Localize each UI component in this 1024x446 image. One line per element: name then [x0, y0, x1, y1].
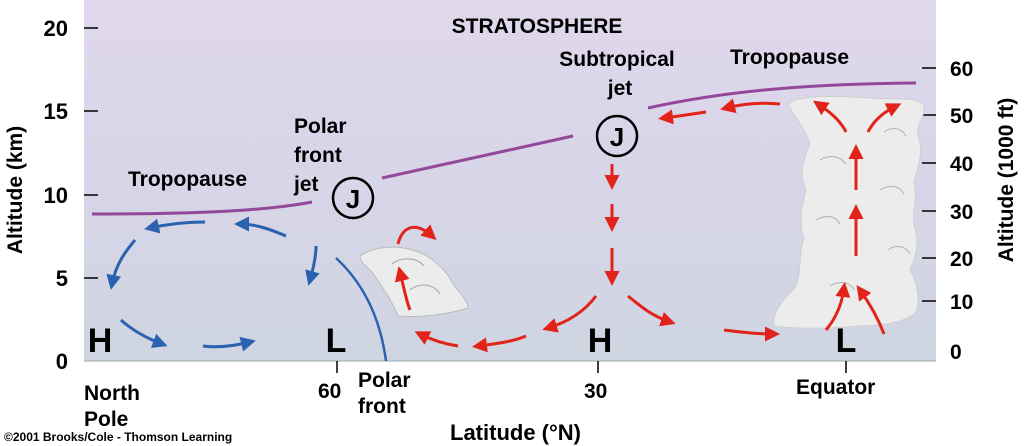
left-axis-label: Altitude (km)	[4, 126, 27, 254]
x-tick-30: 30	[584, 380, 607, 403]
red-arrow	[856, 285, 886, 335]
polar-cell-arrows	[106, 216, 320, 352]
subtropical-jet-symbol: J	[595, 114, 639, 158]
red-arrow	[396, 224, 437, 245]
left-tick-0: 0	[56, 349, 68, 374]
red-arrow	[542, 295, 598, 333]
blue-arrow	[144, 218, 206, 234]
left-tick-15: 15	[44, 99, 68, 124]
svg-text:Polar: Polar	[294, 115, 347, 138]
polar-front-cloud-texture	[391, 258, 441, 295]
red-arrow	[627, 294, 676, 327]
north-pole-label-line1: North	[84, 382, 140, 405]
red-arrow	[813, 100, 848, 133]
left-tick-20: 20	[44, 16, 68, 41]
x-tick-60: 60	[318, 380, 341, 403]
red-arrow	[472, 334, 527, 353]
tropopause-left-label: Tropopause	[128, 168, 247, 191]
high-pressure-30: H	[588, 322, 613, 360]
right-tick-50: 50	[950, 105, 973, 128]
right-axis-label: Altitude (1000 ft)	[995, 98, 1018, 263]
polar-front-label-line2: front	[358, 395, 406, 418]
svg-text:Subtropical: Subtropical	[559, 48, 675, 71]
left-axis-tick-labels: 20 15 10 5 0	[44, 16, 68, 374]
blue-arrow	[119, 318, 168, 348]
right-tick-60: 60	[950, 58, 973, 81]
polar-front-boundary	[335, 257, 388, 362]
right-tick-0: 0	[950, 341, 962, 364]
svg-text:J: J	[610, 122, 624, 152]
blue-arrow	[305, 245, 320, 286]
tropical-cell-arrows	[394, 98, 902, 353]
red-arrow	[658, 109, 707, 125]
high-pressure-north-pole: H	[88, 322, 113, 360]
red-arrow	[723, 326, 780, 342]
blue-arrow	[106, 239, 137, 290]
red-arrow	[414, 331, 459, 348]
right-tick-20: 20	[950, 248, 973, 271]
red-arrow	[720, 98, 781, 114]
equator-label: Equator	[796, 376, 875, 399]
right-axis-tick-labels: 60 50 40 30 20 10 0	[950, 58, 973, 364]
right-axis-ticks	[922, 67, 936, 302]
subtropical-jet-label: Subtropical jet	[559, 48, 675, 100]
svg-text:front: front	[294, 144, 342, 167]
svg-text:J: J	[346, 184, 360, 214]
red-arrow	[866, 103, 902, 133]
equatorial-cloud-texture	[815, 128, 911, 291]
red-arrow	[394, 266, 412, 311]
red-arrow	[824, 282, 851, 331]
low-pressure-60: L	[326, 322, 347, 360]
x-axis-label: Latitude (°N)	[450, 420, 581, 445]
right-tick-40: 40	[950, 153, 973, 176]
stratosphere-label: STRATOSPHERE	[452, 15, 623, 38]
pressure-labels: H L H L	[88, 322, 857, 360]
svg-text:jet: jet	[293, 173, 319, 196]
blue-arrow	[234, 216, 287, 238]
tropopause-line	[91, 81, 917, 216]
polar-front-cloud	[359, 246, 469, 317]
blue-arrow	[202, 336, 256, 352]
north-pole-label-line2: Pole	[84, 408, 128, 431]
polar-front-label-line1: Polar	[358, 369, 411, 392]
low-pressure-equator: L	[836, 322, 857, 360]
polar-jet-symbol: J	[331, 176, 375, 220]
left-tick-5: 5	[56, 266, 68, 291]
x-axis-ticks	[336, 361, 847, 373]
copyright-notice: ©2001 Brooks/Cole - Thomson Learning	[4, 430, 232, 444]
x-axis-labels: 60 30 North Pole Polar front Equator	[84, 369, 875, 431]
right-tick-10: 10	[950, 291, 973, 314]
tropopause-right-label: Tropopause	[730, 46, 849, 69]
polar-front-jet-label: Polar front jet	[293, 115, 347, 196]
right-tick-30: 30	[950, 201, 973, 224]
left-axis-ticks	[84, 27, 98, 279]
left-tick-10: 10	[44, 183, 68, 208]
svg-text:jet: jet	[607, 77, 633, 100]
